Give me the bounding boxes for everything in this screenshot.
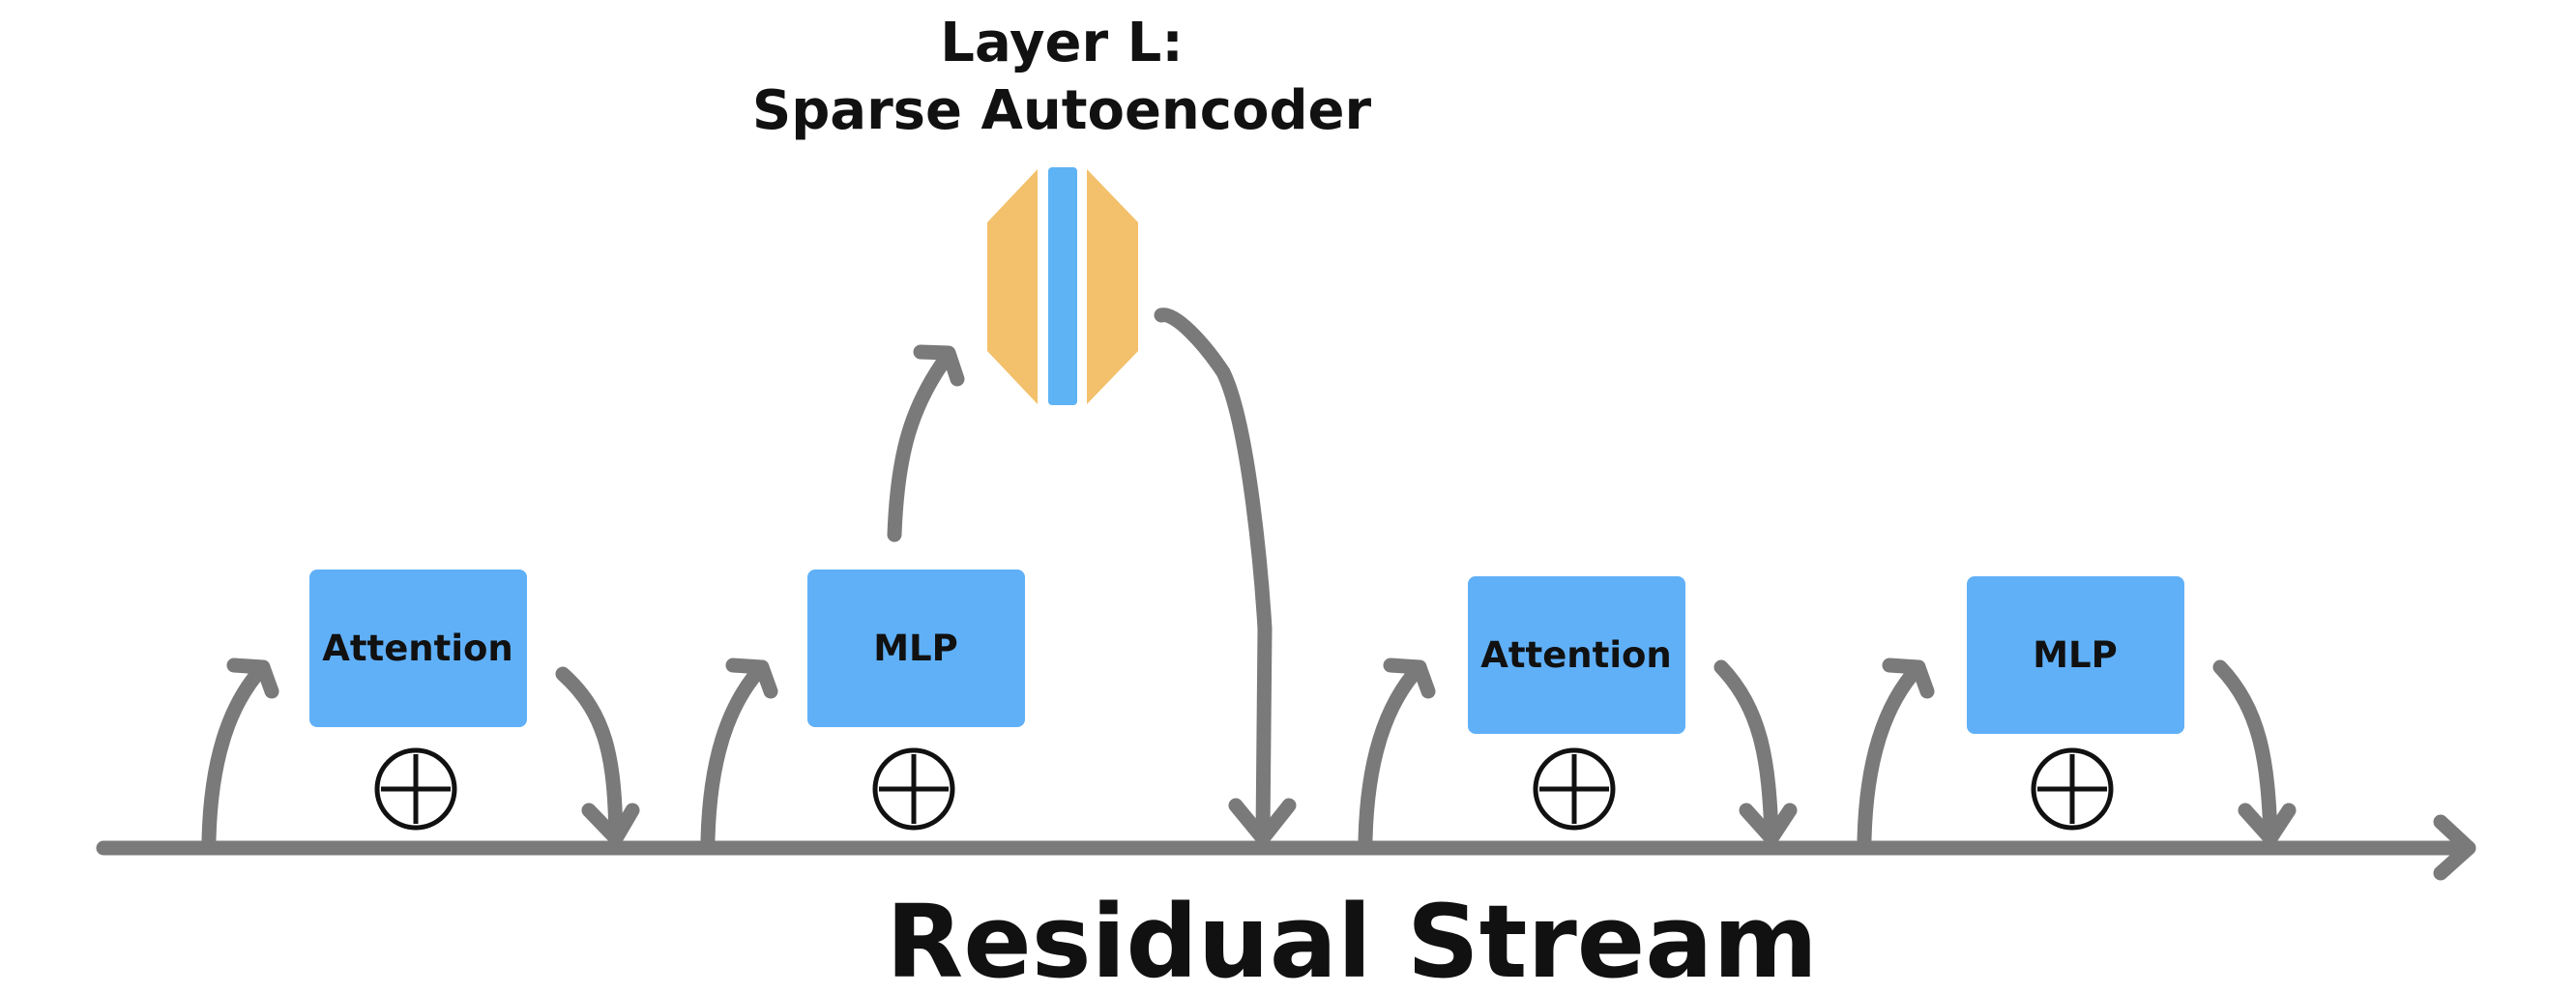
mlp-block-2-label: MLP [2033, 634, 2118, 676]
circled-plus-icon [374, 747, 457, 831]
sae-title-line-2: Sparse Autoencoder [752, 79, 1372, 142]
attention-block-1: Attention [309, 570, 527, 727]
residual-stream-label: Residual Stream [886, 883, 1818, 994]
arrow-into-attention-2 [1358, 658, 1436, 847]
arrow-into-mlp-1 [700, 658, 778, 847]
arrow-out-mlp-2 [2212, 659, 2297, 846]
circled-plus-icon [872, 747, 955, 831]
arrow-into-mlp-2 [1857, 658, 1935, 847]
arrow-into-attention-1 [201, 658, 279, 847]
residual-stream-arrow [96, 814, 2476, 881]
encoder-shape [987, 169, 1038, 404]
arrow-out-attention-2 [1713, 659, 1798, 846]
attention-block-1-label: Attention [322, 628, 513, 669]
sparse-autoencoder-icon [987, 167, 1138, 405]
circled-plus-icon [2031, 747, 2114, 831]
arrow-sae-to-stream [1154, 307, 1297, 846]
attention-block-2-label: Attention [1480, 634, 1672, 676]
decoder-shape [1087, 169, 1138, 404]
mlp-block-2: MLP [1967, 576, 2184, 734]
sae-title-line-1: Layer L: [940, 12, 1183, 74]
attention-block-2: Attention [1468, 576, 1685, 734]
circled-plus-icon [1533, 747, 1616, 831]
mlp-block-1-label: MLP [873, 628, 958, 669]
arrow-mlp-to-sae [887, 344, 965, 542]
mlp-block-1: MLP [807, 570, 1025, 727]
arrow-out-attention-1 [555, 666, 640, 846]
latent-bar [1048, 167, 1077, 405]
